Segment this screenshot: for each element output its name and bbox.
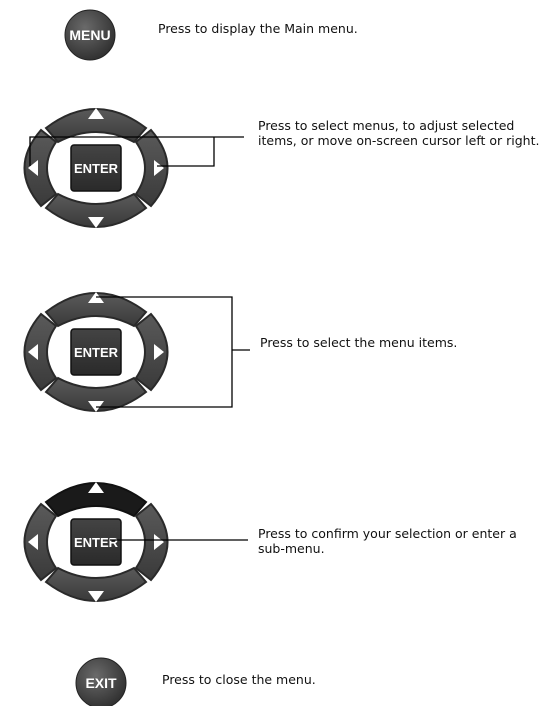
enter-description-line1: Press to confirm your selection or enter… (258, 526, 517, 541)
up-down-description: Press to select the menu items. (260, 335, 458, 350)
exit-description: Press to close the menu. (162, 672, 316, 687)
exit-button-label: EXIT (85, 675, 117, 691)
up-down-callout (96, 296, 250, 408)
dpad-left-right: ENTER (25, 108, 168, 228)
enter-description-line2: sub-menu. (258, 541, 325, 556)
left-right-description-line1: Press to select menus, to adjust selecte… (258, 118, 515, 133)
menu-button[interactable]: MENU (64, 9, 116, 61)
left-right-callout (29, 136, 244, 167)
menu-button-label: MENU (69, 27, 110, 43)
enter-key-label: ENTER (74, 161, 119, 176)
dpad-up-down: ENTER (25, 292, 168, 412)
exit-button[interactable]: EXIT (75, 657, 127, 706)
dpad-enter: ENTER (23, 482, 169, 602)
enter-key-label: ENTER (74, 535, 119, 550)
left-right-description-line2: items, or move on-screen cursor left or … (258, 133, 540, 148)
enter-key-label: ENTER (74, 345, 119, 360)
menu-description: Press to display the Main menu. (158, 21, 358, 36)
